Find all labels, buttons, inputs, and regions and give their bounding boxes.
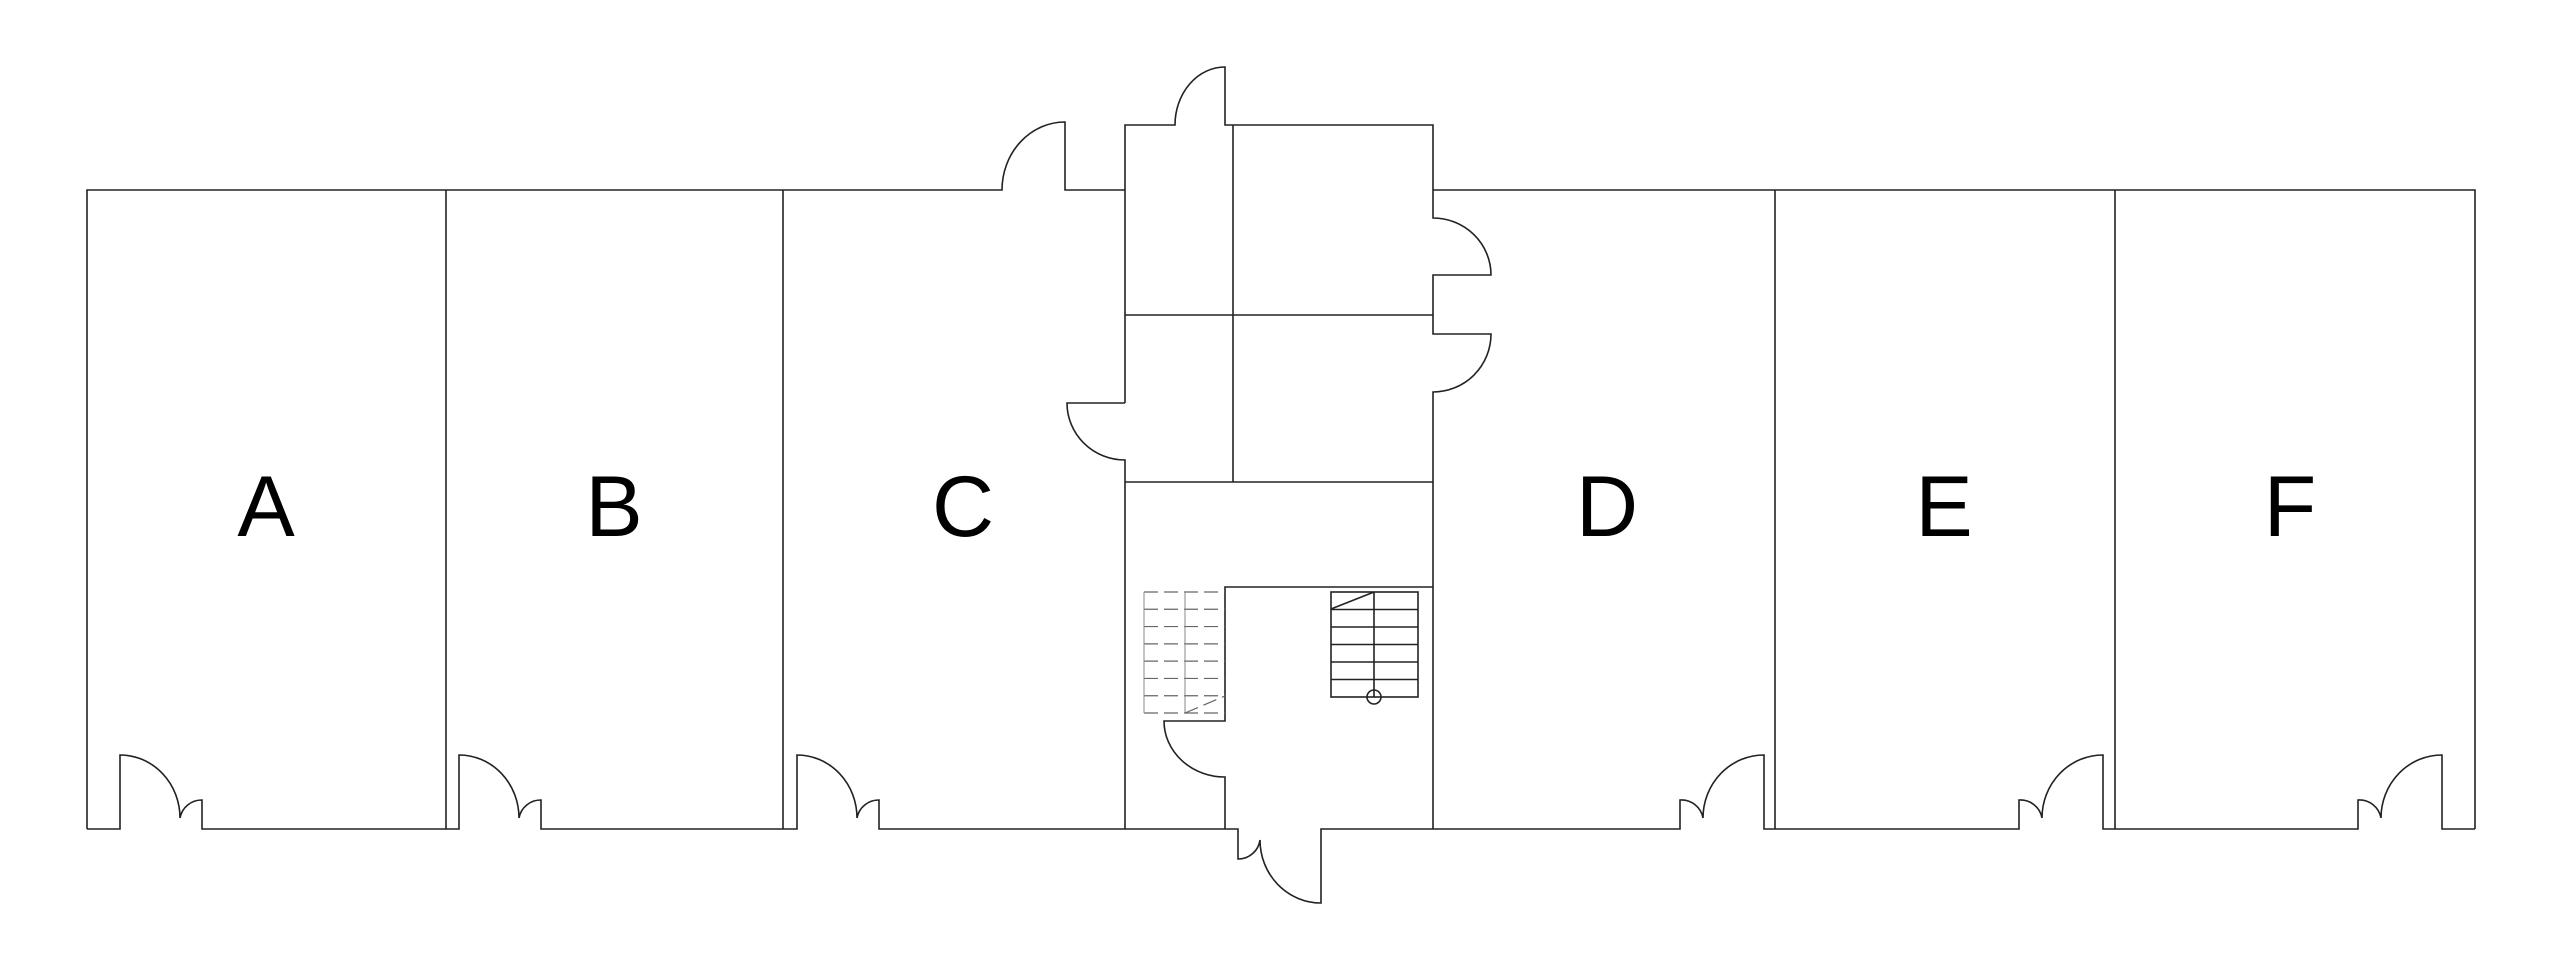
door-room-a[interactable] (87, 754, 446, 830)
room-label-d: D (1576, 459, 1638, 555)
entrance-door[interactable] (1125, 828, 1433, 904)
top-wall-left (86, 121, 1125, 829)
room-label-a: A (237, 459, 295, 555)
top-wall-right (1433, 189, 2476, 829)
staircase-dashed (1143, 591, 1226, 714)
door-room-d[interactable] (1433, 754, 1775, 830)
room-label-e: E (1915, 459, 1972, 555)
door-room-c[interactable] (783, 754, 1125, 830)
stair-break (1330, 591, 1375, 610)
stair-break (1184, 695, 1226, 714)
door-room-b[interactable] (446, 754, 783, 830)
stair-start-circle-icon (1366, 689, 1382, 705)
door-room-f[interactable] (2115, 754, 2475, 830)
door-room-e[interactable] (1775, 754, 2115, 830)
central-left-door[interactable] (1066, 402, 1126, 829)
room-label-b: B (585, 459, 642, 555)
staircase-solid (1330, 591, 1419, 705)
room-label-c: C (932, 459, 994, 555)
central-top-wall (1124, 66, 1492, 829)
stair-hall-wall (1163, 586, 1433, 829)
room-label-f: F (2264, 459, 2317, 555)
